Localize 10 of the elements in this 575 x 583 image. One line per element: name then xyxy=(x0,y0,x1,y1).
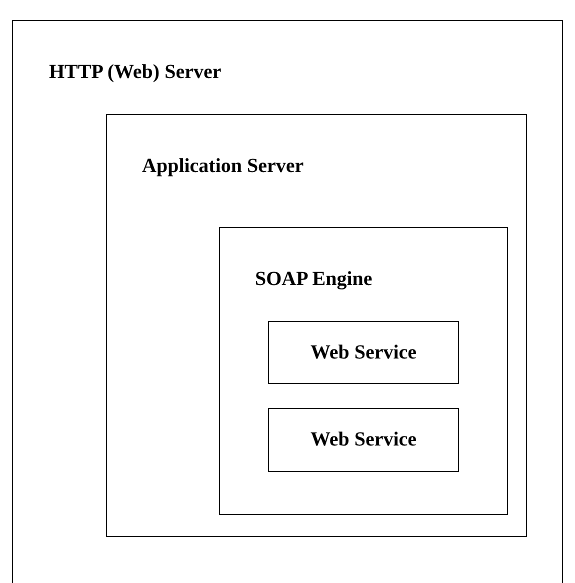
box-label: Web Service xyxy=(309,341,418,364)
container-box xyxy=(219,227,508,515)
service-box xyxy=(268,321,459,384)
container-box xyxy=(106,114,527,537)
box-label: Web Service xyxy=(309,428,418,452)
container-box xyxy=(12,20,563,583)
box-label: Application Server xyxy=(142,155,304,178)
box-label: SOAP Engine xyxy=(255,268,372,291)
service-box xyxy=(268,408,459,472)
box-label: HTTP (Web) Server xyxy=(49,61,222,84)
